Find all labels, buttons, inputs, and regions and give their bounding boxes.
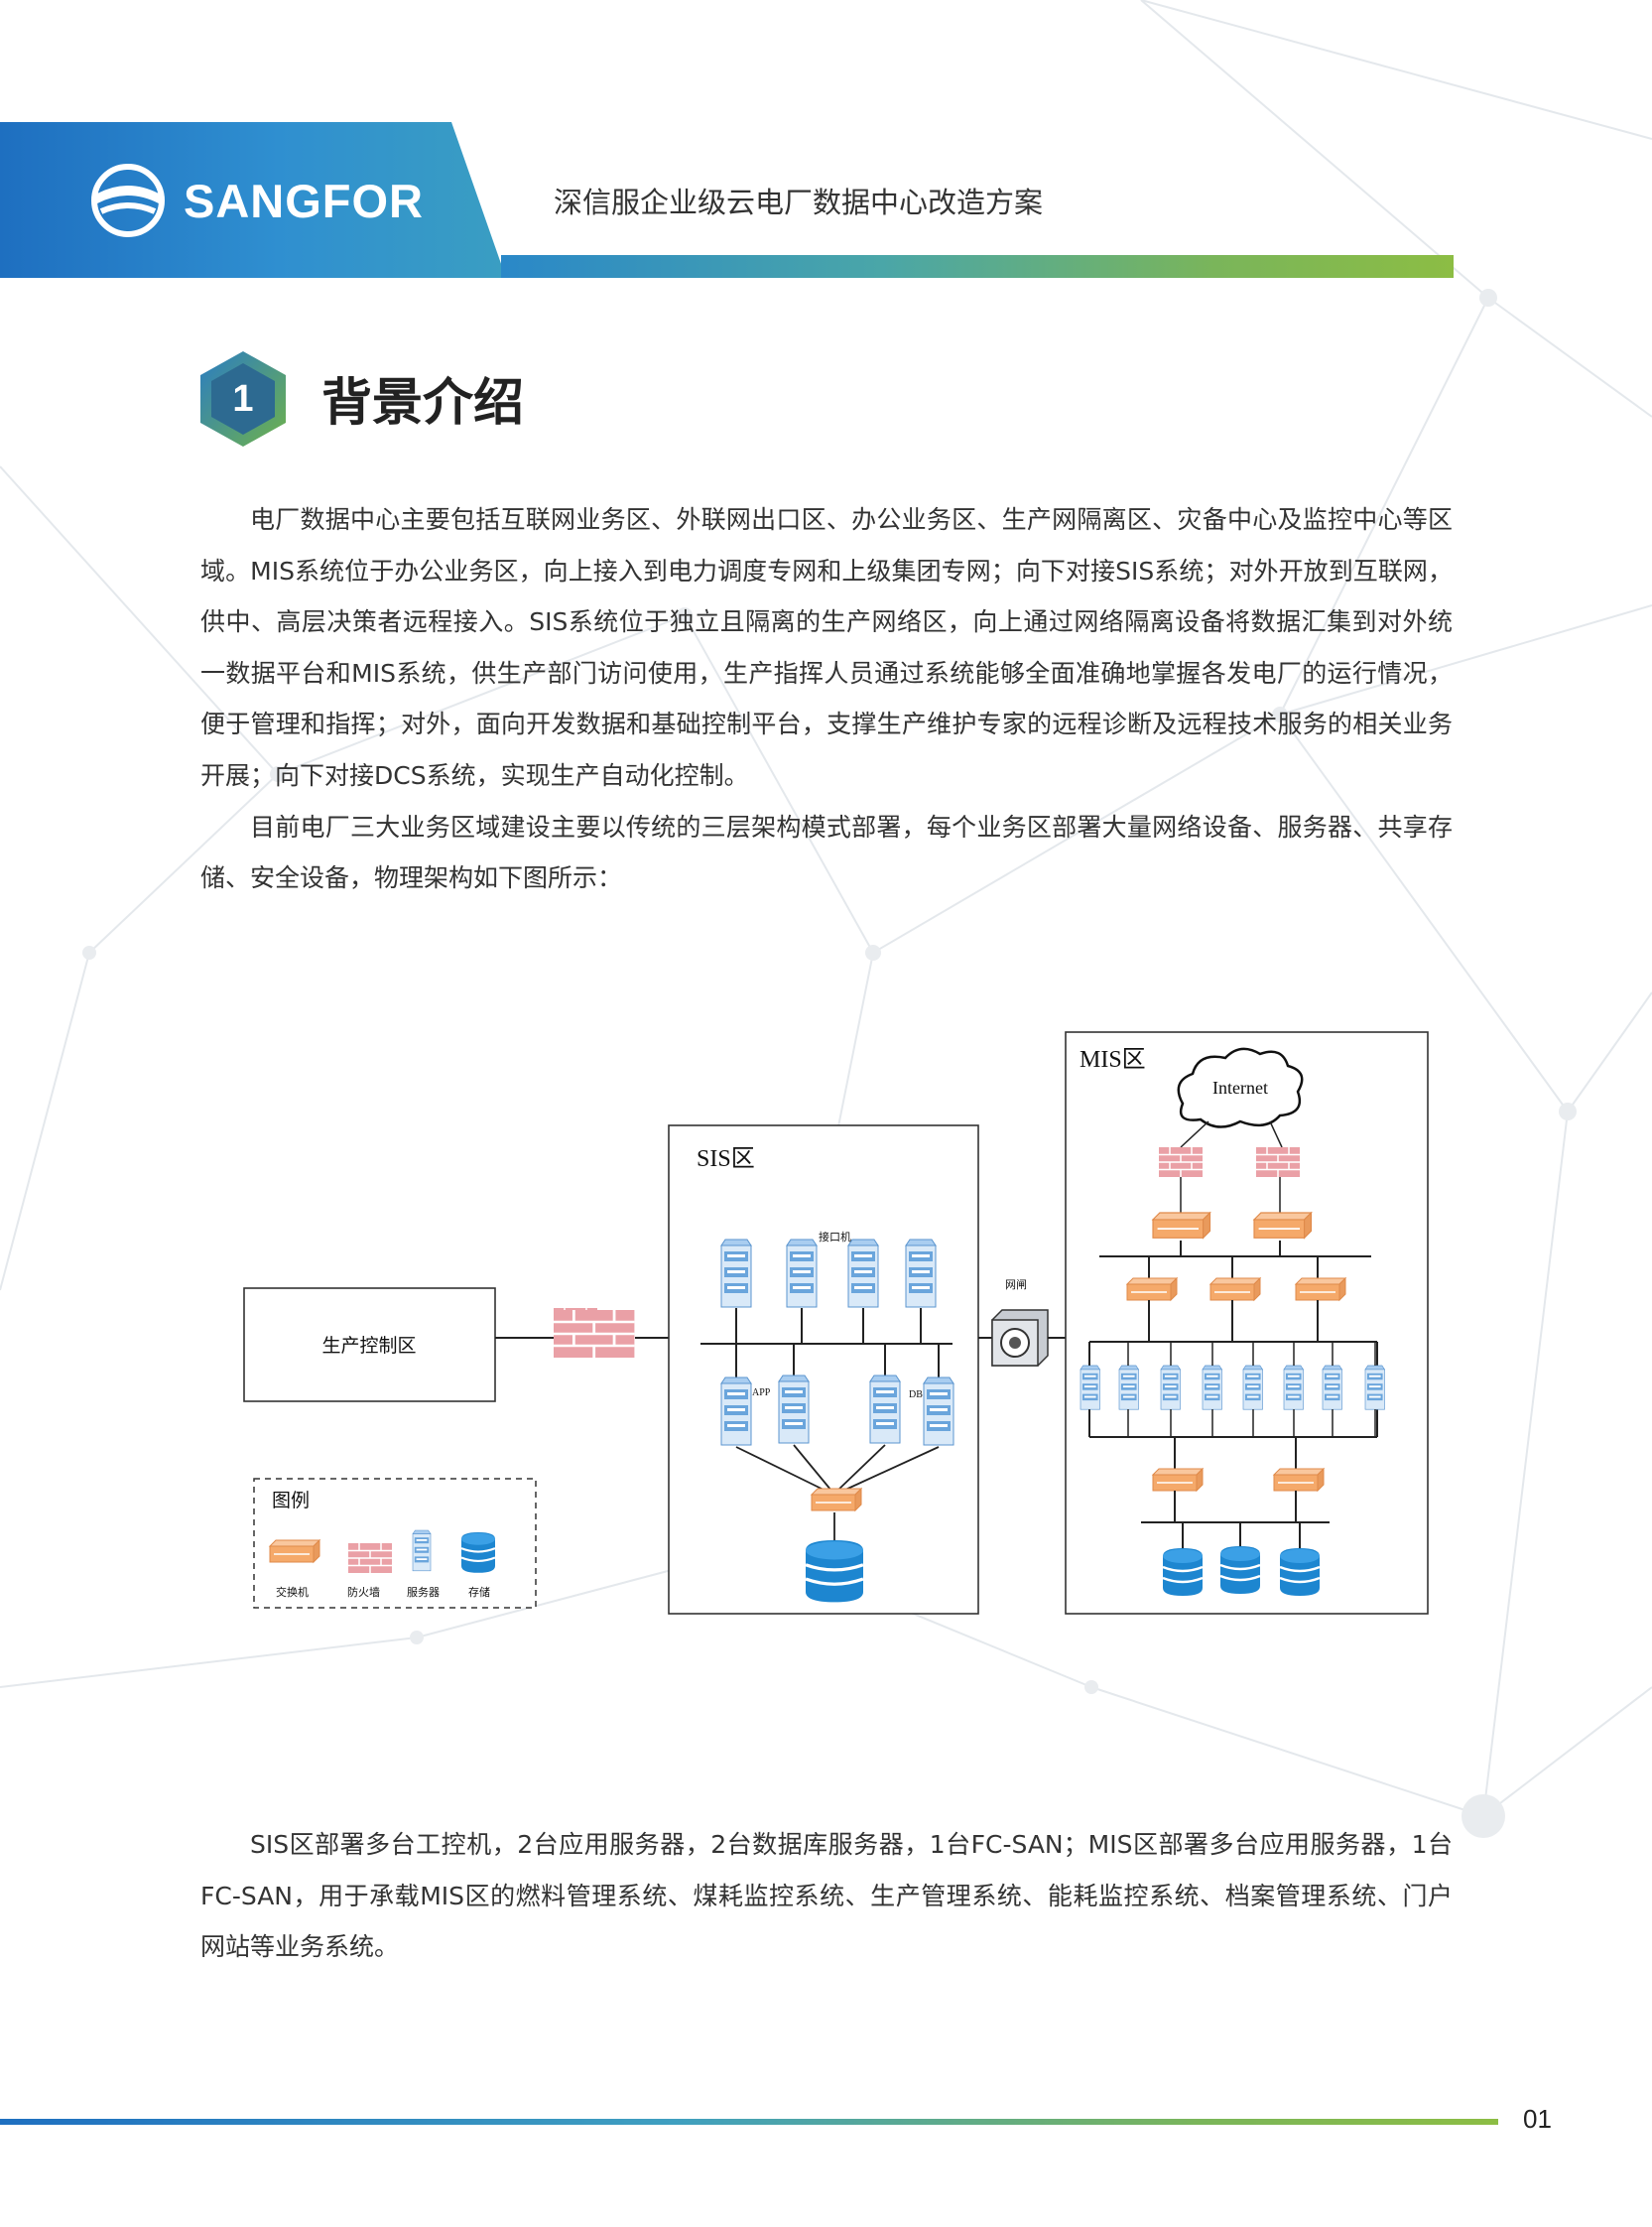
sis-zone-box — [668, 1124, 979, 1615]
interface-machine-label: 接口机 — [819, 1230, 851, 1244]
sis-zone-label: SIS区 — [697, 1146, 755, 1172]
storage-icon — [1278, 1546, 1322, 1598]
app-label: APP — [752, 1387, 771, 1398]
switch-icon — [811, 1488, 862, 1511]
server-icon — [1118, 1365, 1139, 1410]
physical-architecture-diagram: 生产控制区 SIS区 接口机 APP DB 网闸 — [243, 1031, 1429, 1615]
legend-firewall-label: 防火墙 — [347, 1585, 380, 1599]
paragraph-deployment: SIS区部署多台工控机，2台应用服务器，2台数据库服务器，1台FC-SAN；MI… — [200, 1830, 1453, 1962]
footer-gradient-bar — [0, 2119, 1498, 2125]
server-icon — [905, 1239, 937, 1308]
server-icon — [778, 1375, 810, 1444]
page-number: 01 — [1523, 2104, 1552, 2134]
hexagon-number-icon — [200, 351, 286, 447]
mis-zone-label: MIS区 — [1080, 1047, 1146, 1073]
server-icon — [847, 1239, 879, 1308]
server-icon — [1322, 1365, 1342, 1410]
switch-icon — [1209, 1277, 1261, 1301]
legend-firewall-icon — [347, 1542, 393, 1574]
switch-icon — [1152, 1468, 1204, 1492]
legend-storage-icon — [459, 1530, 497, 1574]
switch-icon — [1295, 1277, 1346, 1301]
sangfor-logo-icon — [91, 164, 165, 237]
internet-cloud-icon: Internet — [1177, 1047, 1304, 1128]
switch-icon — [1273, 1468, 1325, 1492]
intro-text: 电厂数据中心主要包括互联网业务区、外联网出口区、办公业务区、生产网隔离区、灾备中… — [200, 494, 1453, 904]
page-header: SANGFOR 深信服企业级云电厂数据中心改造方案 — [0, 122, 1652, 278]
legend-storage-label: 存储 — [468, 1585, 490, 1599]
server-icon — [1242, 1365, 1263, 1410]
production-zone-label: 生产控制区 — [321, 1335, 416, 1357]
storage-icon — [804, 1538, 865, 1605]
firewall-icon — [1158, 1146, 1204, 1178]
server-icon — [786, 1239, 818, 1308]
storage-icon — [1218, 1544, 1262, 1596]
summary-text: SIS区部署多台工控机，2台应用服务器，2台数据库服务器，1台FC-SAN；MI… — [200, 1819, 1453, 1973]
firewall-icon — [1255, 1146, 1301, 1178]
paragraph-architecture: 目前电厂三大业务区域建设主要以传统的三层架构模式部署，每个业务区部署大量网络设备… — [200, 812, 1453, 893]
server-icon — [1080, 1365, 1100, 1410]
header-brand-band: SANGFOR — [0, 122, 506, 278]
switch-icon — [1152, 1212, 1211, 1240]
server-icon — [1364, 1365, 1385, 1410]
document-title: 深信服企业级云电厂数据中心改造方案 — [554, 186, 1044, 219]
production-zone-box — [243, 1287, 496, 1402]
server-icon — [720, 1376, 752, 1446]
server-icon — [1283, 1365, 1304, 1410]
internet-label: Internet — [1212, 1078, 1268, 1098]
server-icon — [1160, 1365, 1181, 1410]
server-icon — [720, 1239, 752, 1308]
legend-server-label: 服务器 — [407, 1586, 440, 1599]
server-icon — [923, 1376, 954, 1446]
section-title: 背景介绍 — [321, 374, 525, 433]
legend-server-icon — [412, 1529, 432, 1572]
legend-switch-icon — [269, 1539, 320, 1563]
section-number: 1 — [232, 378, 254, 420]
gateway-icon — [991, 1309, 1049, 1367]
db-label: DB — [909, 1389, 923, 1400]
switch-icon — [1253, 1212, 1313, 1240]
switch-icon — [1126, 1277, 1178, 1301]
mis-zone-box — [1065, 1031, 1429, 1615]
server-icon — [1202, 1365, 1222, 1410]
server-icon — [869, 1375, 901, 1444]
legend: 图例 交换机 防火墙 服务器 存储 — [253, 1478, 537, 1609]
paragraph-background: 电厂数据中心主要包括互联网业务区、外联网出口区、办公业务区、生产网隔离区、灾备中… — [200, 505, 1453, 790]
legend-title: 图例 — [272, 1490, 310, 1511]
logo-text: SANGFOR — [184, 175, 424, 227]
gateway-label: 网闸 — [1005, 1278, 1027, 1291]
storage-icon — [1161, 1546, 1205, 1598]
header-gradient-bar — [501, 255, 1454, 278]
legend-switch-label: 交换机 — [276, 1585, 309, 1599]
